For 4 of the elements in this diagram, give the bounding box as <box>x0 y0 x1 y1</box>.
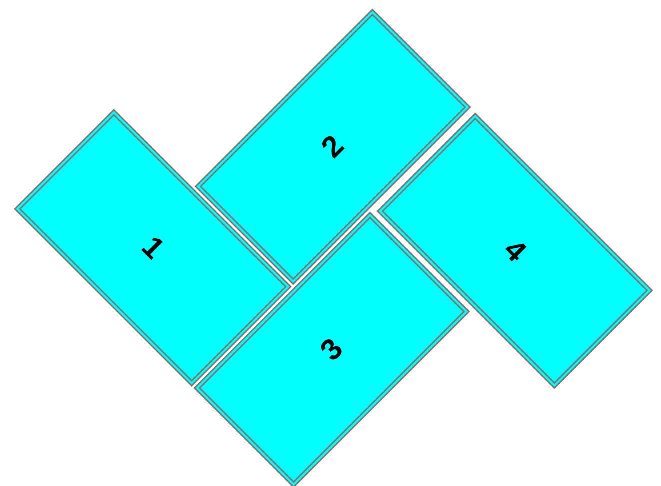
panel-number: 4 <box>497 233 533 269</box>
panel-number: 2 <box>315 129 351 165</box>
panel-number: 3 <box>314 332 350 368</box>
panel-number: 1 <box>135 230 171 266</box>
